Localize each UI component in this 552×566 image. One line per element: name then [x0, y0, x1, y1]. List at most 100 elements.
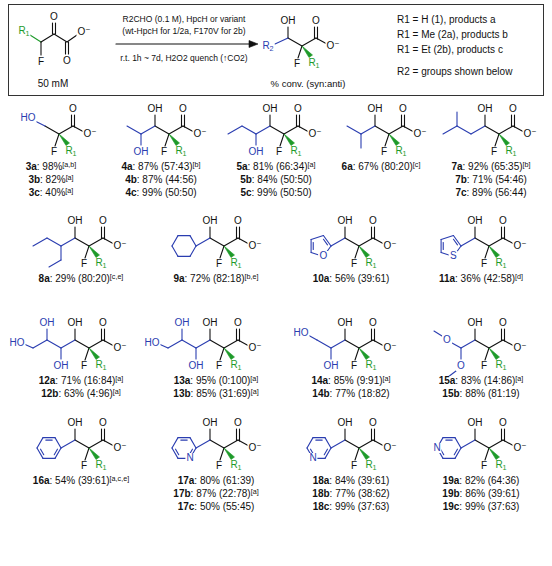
bond	[228, 126, 242, 134]
wedge-bond	[89, 348, 100, 360]
bond	[209, 227, 210, 238]
bond	[443, 126, 457, 134]
atom-label: OH	[337, 216, 354, 226]
wedge-bond	[489, 348, 500, 360]
atom-label: OH	[337, 418, 354, 428]
bond	[172, 438, 178, 448]
bond	[61, 440, 75, 448]
compound-label: 12a: 71% (16:84)[a]	[38, 376, 125, 386]
bond	[269, 115, 270, 126]
bond	[41, 34, 54, 42]
atom-label: O⁻	[307, 129, 322, 139]
bond	[65, 42, 66, 54]
wedge-bond	[89, 448, 100, 460]
compound-label: 18c: 99% (37:63)	[312, 502, 391, 512]
bond	[239, 429, 240, 441]
bond	[355, 348, 359, 360]
bond	[441, 236, 453, 240]
bond	[453, 239, 457, 245]
bond	[454, 449, 457, 455]
bond	[489, 340, 503, 348]
bond	[33, 238, 47, 246]
atom-label: OH	[323, 361, 340, 371]
bond	[457, 126, 471, 134]
bond	[181, 329, 182, 340]
atom-label: R1	[307, 58, 320, 68]
bond	[359, 340, 373, 348]
bond	[471, 126, 485, 134]
bond	[302, 38, 316, 46]
bond	[236, 329, 237, 341]
bond	[317, 340, 331, 348]
atom-label: O⁻	[112, 443, 127, 453]
atom-label: O	[293, 104, 303, 114]
bond	[85, 246, 89, 258]
compound-label: 13a: 95% (0:100)[a]	[173, 376, 260, 386]
bond	[344, 429, 345, 440]
wedge-bond	[489, 448, 500, 460]
atom-label: N	[308, 453, 317, 463]
atom-label: F	[350, 461, 358, 471]
atom-label: OH	[337, 318, 354, 328]
atom-label: OH	[202, 216, 219, 226]
bond	[316, 440, 322, 441]
wedge-bond	[89, 246, 100, 258]
bond	[43, 437, 55, 438]
conditions-text: (wt-HpcH for 1/2a, F170V for 2b)	[121, 27, 246, 36]
atom-label: N	[185, 453, 194, 463]
bond	[385, 134, 389, 146]
bond	[347, 126, 361, 134]
bond	[501, 329, 502, 341]
bond	[210, 340, 224, 348]
bond	[299, 115, 300, 127]
atom-label: HO	[293, 328, 310, 338]
bond	[360, 134, 361, 148]
bond	[284, 126, 298, 134]
wedge-bond	[224, 246, 235, 258]
bond	[314, 27, 315, 39]
bond	[168, 340, 182, 348]
atom-label: OH	[67, 216, 84, 226]
bond	[359, 238, 373, 246]
bond	[239, 329, 240, 341]
atom-label: R1	[494, 258, 507, 268]
bond	[446, 440, 452, 441]
atom-label: R1	[174, 146, 187, 156]
bond	[485, 246, 489, 258]
atom-label: O	[233, 216, 243, 226]
compound-label: 11a: 36% (42:58)[d]	[438, 274, 524, 284]
compound-label: 7a: 92% (65:35)[b]	[450, 162, 531, 172]
compound-label: 16a: 54% (39:61)[a,c,e]	[32, 476, 130, 486]
bond	[89, 340, 103, 348]
atom-label: R1	[394, 146, 407, 156]
atom-label: F	[160, 147, 168, 157]
bond	[224, 238, 238, 246]
bond	[307, 438, 313, 448]
bond	[374, 227, 375, 239]
bond	[190, 246, 196, 256]
atom-label: F	[50, 147, 58, 157]
bond	[52, 23, 53, 34]
bond	[501, 429, 502, 441]
atom-label: OH	[53, 361, 70, 371]
atom-label: R1	[17, 26, 30, 36]
bond	[270, 126, 284, 134]
bond	[311, 240, 312, 253]
bond	[325, 448, 331, 458]
atom-label: O⁻	[247, 443, 262, 453]
bond	[190, 438, 196, 448]
bond	[33, 340, 47, 348]
bond	[361, 126, 375, 134]
compound-label: 3b: 82%[a]	[27, 175, 74, 185]
bond	[60, 348, 61, 359]
atom-label: O⁻	[247, 241, 262, 251]
wedge-bond	[59, 134, 70, 146]
bond	[374, 429, 375, 441]
bond	[172, 246, 178, 256]
bond	[182, 340, 196, 348]
atom-label: R1	[94, 258, 107, 268]
substituent-key: R1 = Et (2b), products c	[396, 45, 504, 55]
bond	[127, 126, 141, 134]
bond	[485, 348, 489, 360]
bond	[374, 115, 375, 126]
